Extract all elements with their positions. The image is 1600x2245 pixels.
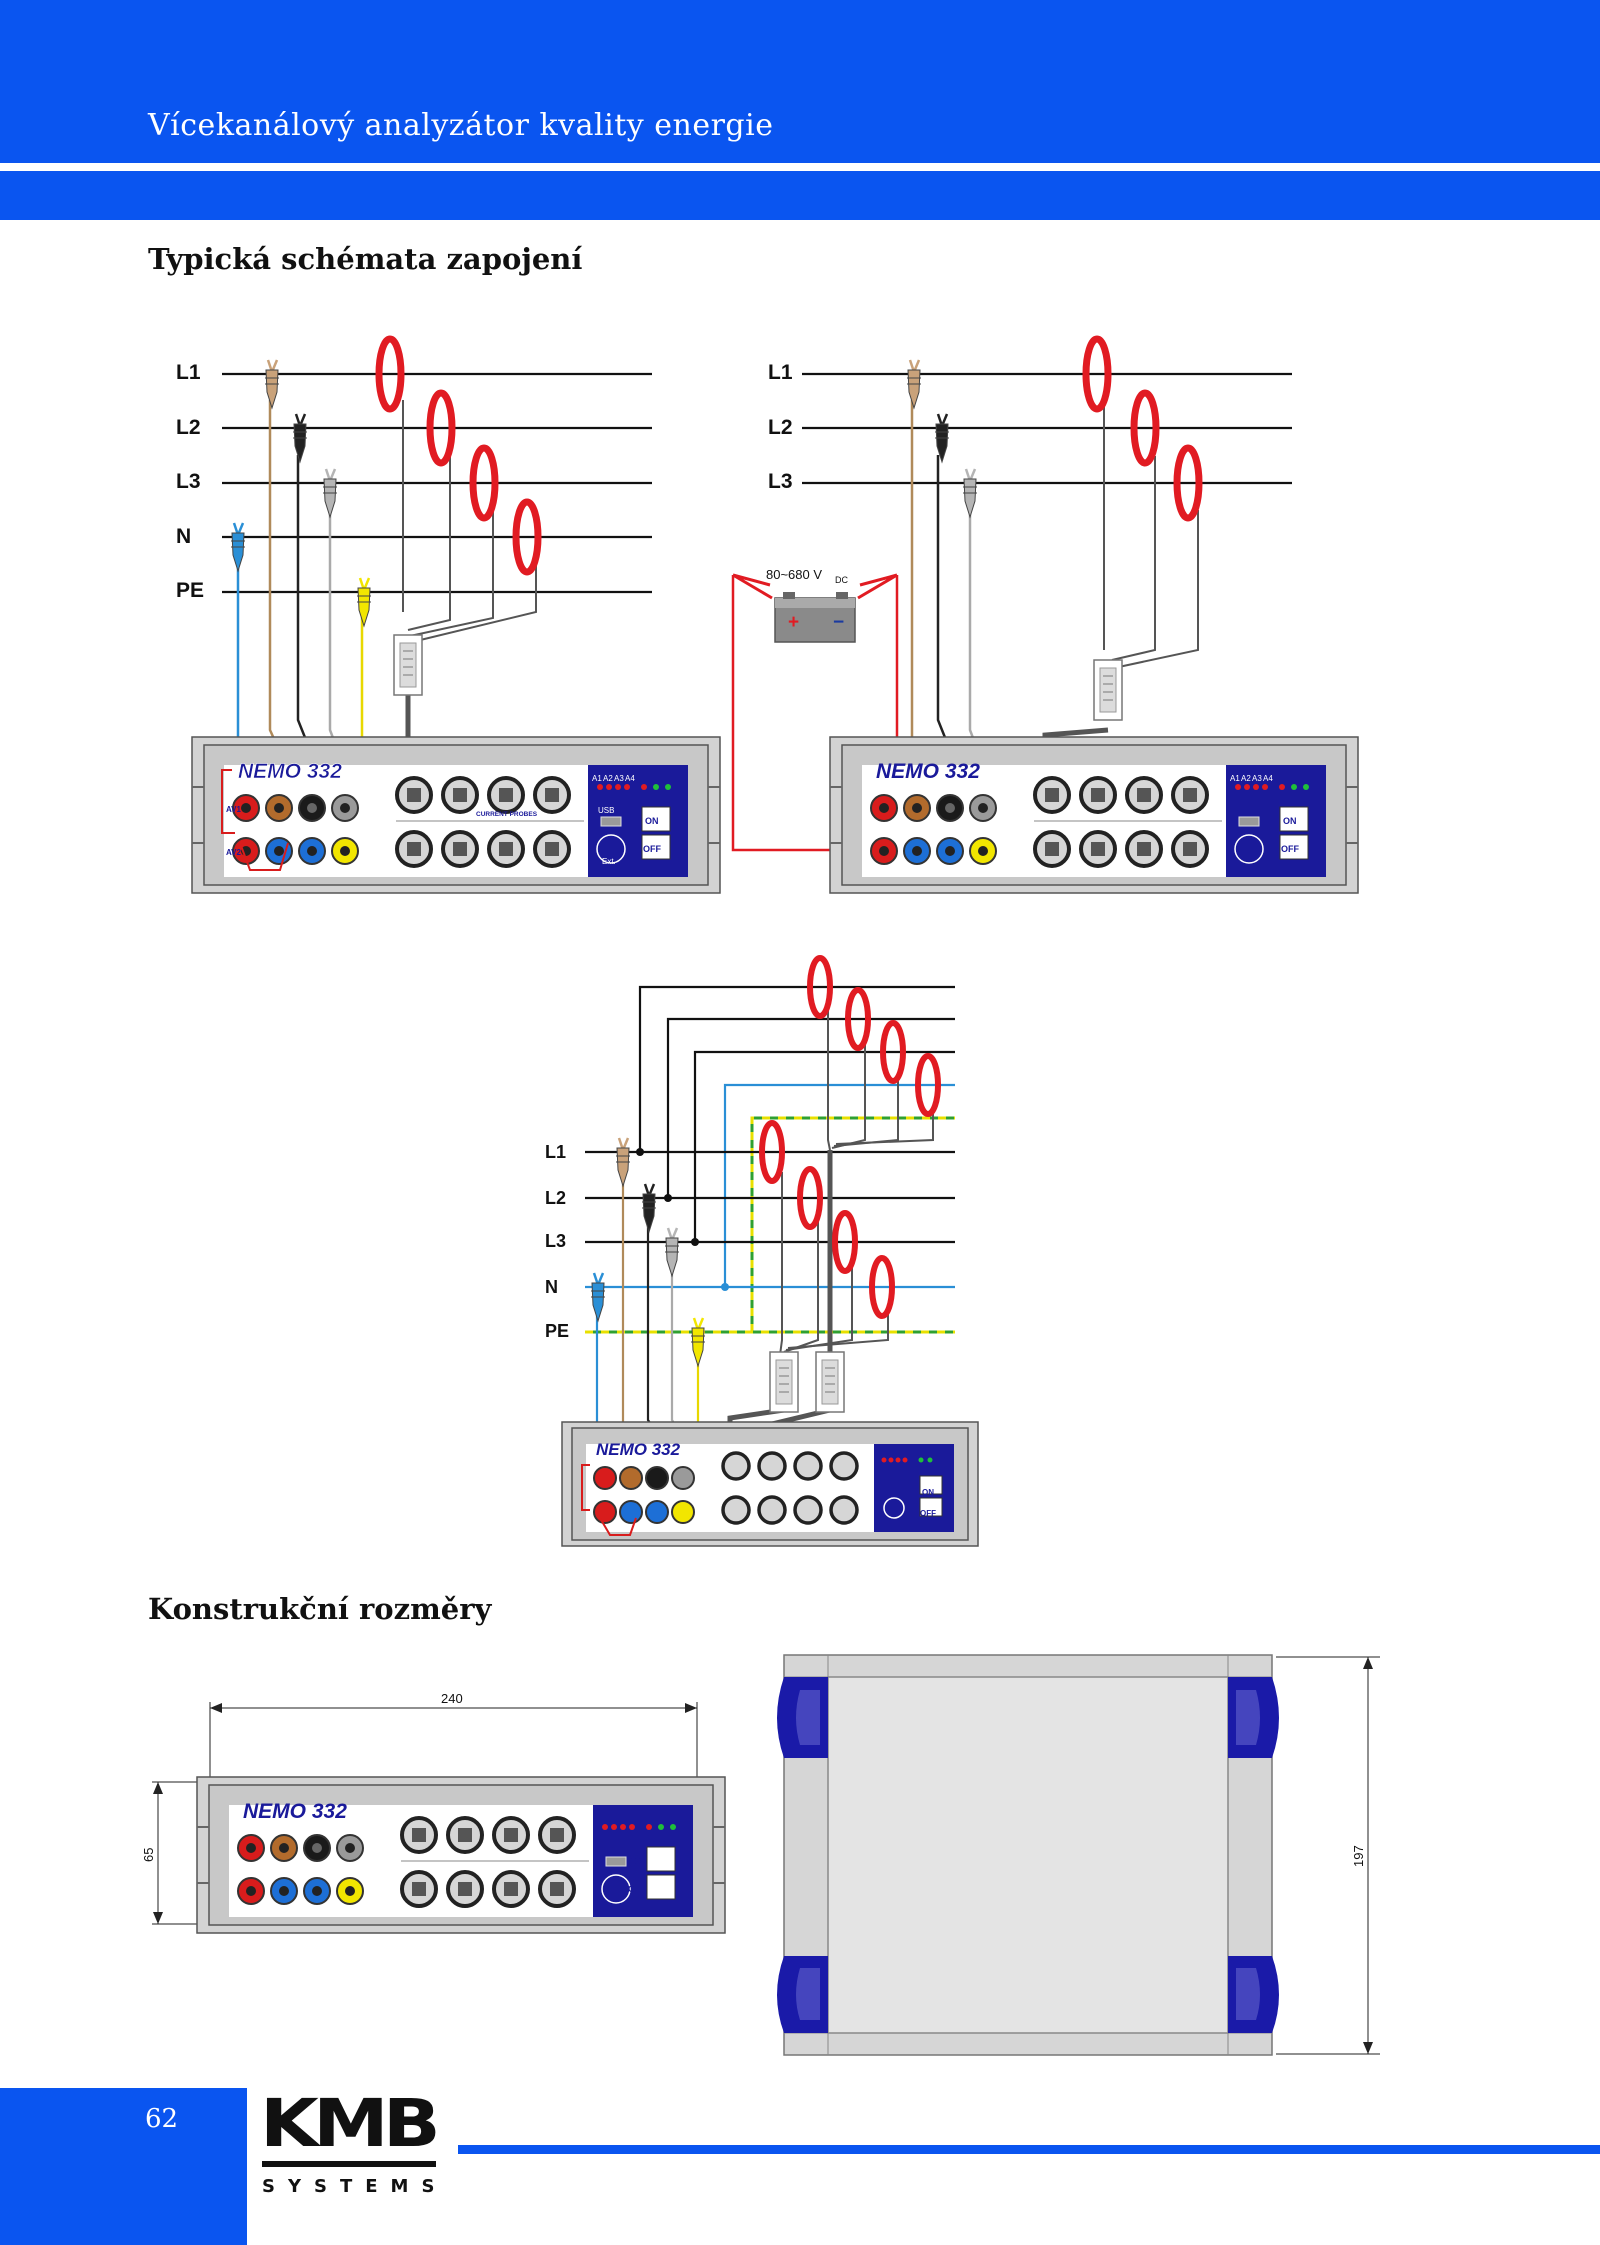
led-a4: A4 xyxy=(625,774,635,783)
aux-label-av1: AV1 xyxy=(226,805,242,814)
logo-subtitle: SYSTEMS xyxy=(262,2176,448,2197)
usb-label: USB xyxy=(598,806,614,815)
phase-label-l2-b: L2 xyxy=(768,416,793,439)
phase-label-l1-c: L1 xyxy=(545,1142,566,1162)
off-button-label-b: OFF xyxy=(1281,844,1299,854)
current-probes-label: CURRENT PROBES xyxy=(476,811,538,818)
dimension-height: 65 xyxy=(141,1848,156,1862)
on-button-label-c: ON xyxy=(922,1488,934,1497)
diagram-direct-connection: L1 L2 L3 N PE xyxy=(176,335,722,895)
diagram-with-dc-supply: L1 L2 L3 xyxy=(731,335,1360,895)
phase-label-l2-c: L2 xyxy=(545,1188,566,1208)
battery-minus: − xyxy=(833,612,844,633)
on-button-label-d: ON xyxy=(630,1856,644,1866)
led-a2: A2 xyxy=(603,774,613,783)
ext-label: Ext. xyxy=(602,857,616,866)
logo-wordmark: KMB xyxy=(260,2085,441,2162)
phase-label-pe-c: PE xyxy=(545,1321,569,1341)
battery-voltage: 80~680 V xyxy=(766,567,822,582)
logo-rule xyxy=(262,2161,436,2167)
led-a2-b: A2 xyxy=(1241,774,1251,783)
page-header-title: Vícekanálový analyzátor kvality energie xyxy=(148,108,774,143)
dimension-front-view: 240 65 NEMO 332 ON OFF xyxy=(141,1691,727,1935)
phase-label-l1-b: L1 xyxy=(768,361,793,384)
footer-band xyxy=(0,2088,247,2245)
led-a3-b: A3 xyxy=(1252,774,1262,783)
led-a3: A3 xyxy=(614,774,624,783)
section-title-dimensions: Konstrukční rozměry xyxy=(148,1592,492,1626)
dimension-width: 240 xyxy=(441,1691,463,1706)
off-button-label-d: OFF xyxy=(628,1884,646,1894)
battery-voltage-unit: DC xyxy=(835,575,848,585)
phase-label-l3: L3 xyxy=(176,470,201,493)
phase-label-n-c: N xyxy=(545,1277,558,1297)
header-band-lower xyxy=(0,171,1600,220)
page-number: 62 xyxy=(145,2104,179,2134)
led-a1: A1 xyxy=(592,774,602,783)
phase-label-l3-b: L3 xyxy=(768,470,793,493)
battery-plus: + xyxy=(788,612,799,633)
phase-label-l3-c: L3 xyxy=(545,1231,566,1251)
device-brand-d: NEMO 332 xyxy=(243,1800,347,1823)
device-brand-c: NEMO 332 xyxy=(596,1440,681,1459)
phase-label-n: N xyxy=(176,525,191,548)
led-a4-b: A4 xyxy=(1263,774,1273,783)
phase-label-l2: L2 xyxy=(176,416,201,439)
device-brand: NEMO 332 xyxy=(238,760,342,783)
phase-label-pe: PE xyxy=(176,579,204,602)
footer-rule xyxy=(458,2145,1600,2154)
diagram-two-systems: L1 L2 L3 N PE xyxy=(545,955,980,1548)
off-button-label-c: OFF xyxy=(920,1509,936,1518)
kmb-logo: KMB SYSTEMS xyxy=(260,2085,441,2208)
dimension-depth: 197 xyxy=(1351,1845,1366,1867)
device-brand-b: NEMO 332 xyxy=(876,760,980,783)
dimension-top-view: 197 xyxy=(777,1654,1380,2056)
aux-label-av2: AV2 xyxy=(226,848,242,857)
header-band xyxy=(0,0,1600,163)
on-button-label-b: ON xyxy=(1283,816,1297,826)
off-button-label: OFF xyxy=(643,844,661,854)
led-a1-b: A1 xyxy=(1230,774,1240,783)
on-button-label: ON xyxy=(645,816,659,826)
section-title-wiring: Typická schémata zapojení xyxy=(148,242,583,276)
phase-label-l1: L1 xyxy=(176,361,201,384)
